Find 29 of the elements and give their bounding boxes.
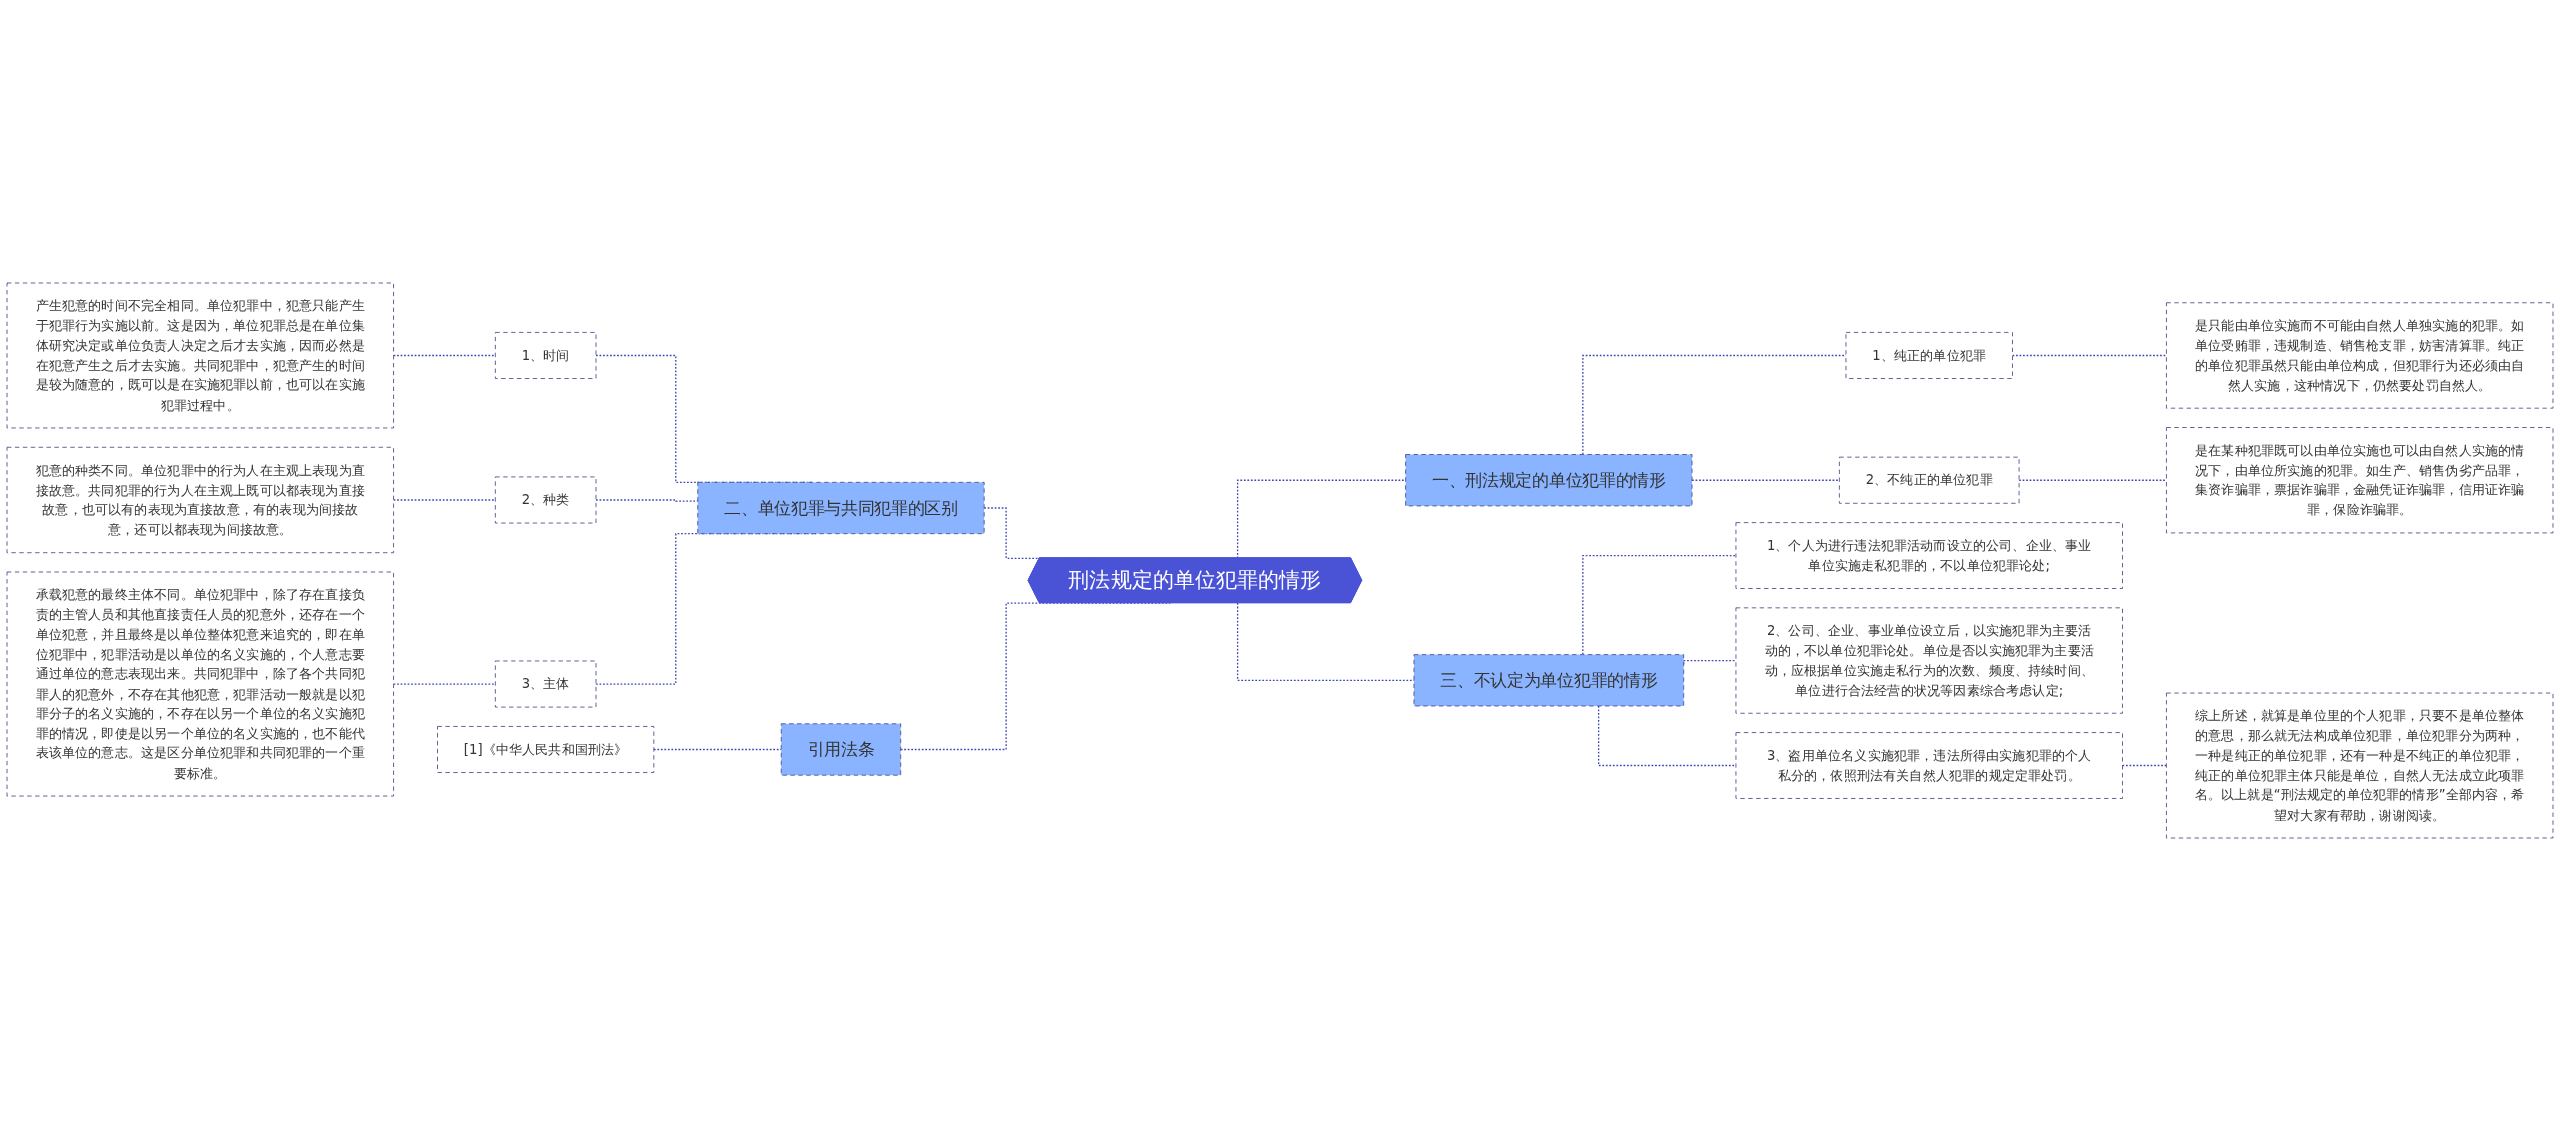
- node-box: 犯意的种类不同。单位犯罪中的行为人在主观上表现为直接故意。共同犯罪的行为人在主观上既可以都表现为直接故意，也可以有的表现为直接故意，有的表现为间接故意，还可以都表现为间接故意。: [6, 446, 394, 554]
- node-box: 1、时间: [494, 331, 597, 379]
- connector: [1582, 354, 1847, 456]
- node-box: 是在某种犯罪既可以由单位实施也可以由自然人实施的情况下，由单位所实施的犯罪。如生产、销售伪劣产品罪，集资诈骗罪，票据诈骗罪，金融凭证诈骗罪，信用证诈骗罪，保险诈骗罪。: [2166, 427, 2554, 534]
- node-box: 2、不纯正的单位犯罪: [1838, 456, 2020, 504]
- node-box: 三、不认定为单位犯罪的情形: [1413, 654, 1685, 707]
- connector: [1236, 602, 1415, 681]
- node-box: 3、盗用单位名义实施犯罪，违法所得由实施犯罪的个人私分的，依照刑法有关自然人犯罪的规定定罪处罚。: [1735, 732, 2123, 799]
- connector: [392, 499, 496, 501]
- node-box: 引用法条: [780, 723, 902, 776]
- node-box: [1]《中华人民共和国刑法》: [437, 726, 655, 773]
- connector: [595, 499, 699, 502]
- node-box: 3、主体: [494, 660, 597, 708]
- connector: [1582, 554, 1737, 656]
- node-box: 是只能由单位实施而不可能由自然人单独实施的犯罪。如单位受贿罪，违规制造、销售枪支罪，妨害清算罪。纯正的单位犯罪虽然只能由单位构成，但犯罪行为还必须由自然人实施，这种情况下，仍然要处罚自然人。: [2166, 302, 2554, 409]
- node-box: 综上所述，就算是单位里的个人犯罪，只要不是单位整体的意思，那么就无法构成单位犯罪，单位犯罪分为两种，一种是纯正的单位犯罪，还有一种是不纯正的单位犯罪，纯正的单位犯罪主体只能是单位，自然人无法成立此项罪名。以上就是“刑法规定的单位犯罪的情形”全部内容，希望对大家有帮助，谢谢阅读。: [2166, 692, 2554, 839]
- node-box: 1、纯正的单位犯罪: [1845, 331, 2013, 379]
- node-box: 一、刑法规定的单位犯罪的情形: [1405, 454, 1693, 507]
- node-box: 产生犯意的时间不完全相同。单位犯罪中，犯意只能产生于犯罪行为实施以前。这是因为，单位犯罪总是在单位集体研究决定或单位负责人决定之后才去实施，因而必然是在犯意产生之后才去实施。共同犯罪中，犯意产生的时间是较为随意的，既可以是在实施犯罪以前，也可以在实施犯罪过程中。: [6, 282, 394, 429]
- node-box: 2、公司、企业、事业单位设立后，以实施犯罪为主要活动的，不以单位犯罪论处。单位是否以实施犯罪为主要活动，应根据单位实施走私行为的次数、频度、持续时间、单位进行合法经营的状况等因素综合考虑认定;: [1735, 607, 2123, 714]
- node-box: 二、单位犯罪与共同犯罪的区别: [697, 481, 985, 535]
- connector: [392, 354, 496, 357]
- node-box: 承载犯意的最终主体不同。单位犯罪中，除了存在直接负责的主管人员和其他直接责任人员的犯意外，还存在一个单位犯意，并且最终是以单位整体犯意来追究的，即在单位犯罪中，犯罪活动是以单位的名义实施的，个人意志要通过单位的意志表现出来。共同犯罪中，除了各个共同犯罪人的犯意外，不存在其他犯意，犯罪活动一般就是以犯罪分子的名义实施的，不存在以另一个单位的名义实施犯罪的情况，即使是以另一个单位的名义实施的，也不能代表该单位的意志。这是区分单位犯罪和共同犯罪的一个重要标准。: [6, 571, 394, 797]
- node-box: 1、个人为进行违法犯罪活动而设立的公司、企业、事业单位实施走私犯罪的，不以单位犯罪论处;: [1735, 522, 2123, 589]
- connector: [392, 683, 496, 685]
- connector: [653, 748, 782, 751]
- connector: [2011, 354, 2168, 357]
- node-box: 2、种类: [494, 476, 597, 524]
- connector: [2121, 764, 2168, 767]
